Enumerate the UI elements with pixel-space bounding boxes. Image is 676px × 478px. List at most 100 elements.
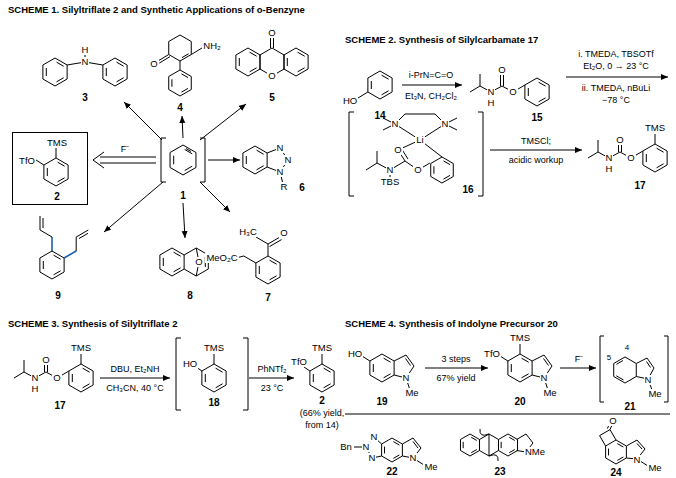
atom-label: N: [633, 455, 642, 465]
structure-bonds: [160, 248, 184, 276]
atom-label: Me: [647, 463, 662, 473]
atom-label: N: [605, 153, 614, 163]
reaction-condition: (66% yield,: [300, 409, 345, 418]
reaction-arrow: [402, 85, 462, 86]
structure-bonds: [169, 35, 192, 61]
structure-bonds: [180, 61, 181, 70]
atom-label: O: [41, 355, 50, 365]
structure-bonds: [345, 414, 670, 415]
structure-bonds: [244, 256, 256, 263]
structure-bonds: [161, 138, 166, 182]
atom-label: TBS: [380, 177, 400, 187]
atom-label: O: [393, 145, 402, 155]
structure-bonds: [40, 251, 64, 279]
structure-bonds: [24, 360, 25, 372]
compound-number: 14: [374, 111, 385, 121]
structure-bonds: [479, 434, 498, 456]
atom-label: N: [81, 57, 90, 67]
compound-number: 9: [55, 291, 61, 301]
atom-label: HO: [342, 96, 358, 106]
atom-label: TMS: [644, 123, 666, 133]
atom-label: O: [413, 165, 422, 175]
structure-bonds: [103, 58, 127, 86]
atom-label: Me: [647, 389, 662, 399]
compound-number: 19: [376, 397, 387, 407]
compound-number: 3: [82, 93, 88, 103]
compound-number: 5: [269, 93, 275, 103]
structure-bonds: [56, 148, 57, 158]
structure-bonds: [256, 256, 280, 284]
atom-label: R: [280, 182, 289, 192]
reaction-condition: TMSCl;: [521, 137, 551, 146]
structure-bonds: [368, 71, 392, 99]
atom-label: O: [194, 257, 203, 267]
structure-bonds: [100, 157, 156, 158]
structure-bonds: [508, 354, 532, 382]
structure-bonds: [191, 48, 202, 55]
atom-label: N: [441, 119, 450, 129]
atom-label: N: [276, 143, 285, 153]
structure-bonds: [186, 149, 191, 152]
reaction-condition: ii. TMEDA, nBuLi: [582, 84, 650, 93]
compound-number: 16: [462, 185, 473, 195]
atom-label: O: [497, 65, 506, 75]
atom-label: O: [608, 416, 617, 426]
reaction-condition: 3 steps: [441, 355, 470, 364]
structure-bonds: [664, 336, 668, 402]
structure-bonds: [431, 157, 454, 183]
reaction-condition: DBU, Et₂NH: [111, 365, 160, 374]
structure-bonds: [256, 237, 268, 244]
structure-bonds: [600, 430, 616, 446]
structure-bonds: [79, 233, 88, 238]
atom-label: TMS: [311, 343, 333, 353]
atom-label: Me: [404, 388, 419, 398]
atom-label: O: [615, 135, 624, 145]
structure-bonds: [14, 35, 670, 466]
compound-number: 4: [177, 103, 183, 113]
atom-label: N: [540, 373, 549, 383]
compound-number: 1: [180, 191, 186, 201]
reaction-condition: 67% yield: [436, 374, 475, 383]
compound-number: 20: [514, 397, 525, 407]
compound-number: 8: [187, 291, 193, 301]
atom-label: TfO: [290, 357, 308, 367]
structure-bonds: [268, 244, 269, 256]
atom-label: O: [626, 153, 635, 163]
structure-bonds: [480, 74, 481, 86]
reaction-arrow: [182, 116, 183, 138]
atom-label: TMS: [70, 343, 92, 353]
reaction-arrow: [183, 203, 185, 238]
compound-number: 6: [299, 183, 305, 193]
structure-bonds: [40, 230, 52, 237]
reaction-arrow: [425, 368, 488, 369]
structure-bonds: [643, 144, 667, 172]
atom-label: Me: [423, 462, 438, 472]
structure-bonds: [43, 218, 44, 228]
structure-bonds: [616, 376, 623, 380]
structure-bonds: [489, 434, 490, 456]
structure-bonds: [270, 240, 282, 247]
structure-bonds: [304, 367, 310, 371]
structure-bonds: [617, 361, 624, 365]
reaction-arrow: [100, 77, 668, 378]
structure-bonds: [614, 357, 637, 383]
scheme-title: SCHEME 4. Synthesis of Indolyne Precurso…: [345, 318, 670, 329]
structure-bonds: [382, 438, 403, 462]
structure-bonds: [64, 251, 76, 258]
structure-bonds: [43, 58, 67, 86]
structure-bonds: [284, 48, 308, 76]
compound-number: 17: [634, 181, 645, 191]
structure-bonds: [76, 230, 88, 237]
structure-bonds: [51, 237, 53, 251]
atom-label: N: [368, 453, 377, 463]
compound-number: 17: [54, 401, 65, 411]
structure-bonds: [370, 354, 394, 382]
structure-bonds: [460, 434, 479, 456]
atom-label: HO: [347, 349, 363, 359]
atom-label: O: [508, 87, 517, 97]
structure-bonds: [500, 74, 501, 86]
atom-label: N: [31, 373, 40, 383]
structure-bonds: [40, 216, 41, 230]
atom-label: N: [644, 375, 653, 385]
reaction-condition: Et₂O, 0 → 23 °C: [583, 62, 649, 71]
